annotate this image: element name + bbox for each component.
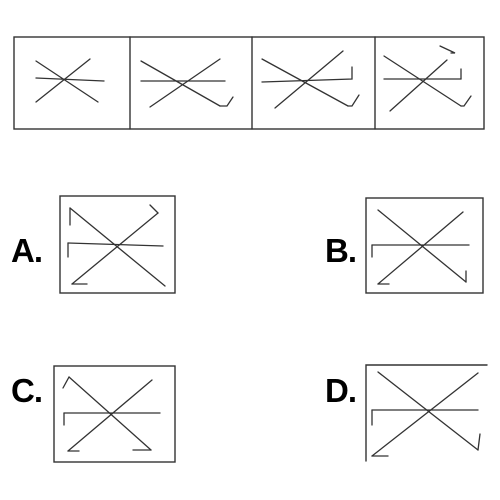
- option-a-figure[interactable]: [59, 195, 176, 294]
- sequence-cell-1: [35, 58, 105, 103]
- option-b-label[interactable]: B.: [325, 232, 357, 269]
- option-d-label[interactable]: D.: [325, 372, 357, 409]
- sequence-cell-3: [261, 50, 360, 109]
- option-c-frame: [53, 365, 176, 463]
- sequence-cell-2: [140, 58, 234, 108]
- option-b-figure[interactable]: [365, 197, 484, 294]
- option-c-figure[interactable]: [53, 365, 176, 463]
- option-d-frame: [365, 364, 488, 462]
- sequence-cell-4: [383, 45, 472, 112]
- sequence-frame: [13, 36, 485, 130]
- sequence-strip: [13, 36, 485, 130]
- option-c-label[interactable]: C.: [11, 372, 43, 409]
- option-b-frame: [365, 197, 484, 294]
- option-a-label[interactable]: A.: [11, 232, 43, 269]
- option-a-frame: [59, 195, 176, 294]
- option-d-figure[interactable]: [365, 364, 488, 462]
